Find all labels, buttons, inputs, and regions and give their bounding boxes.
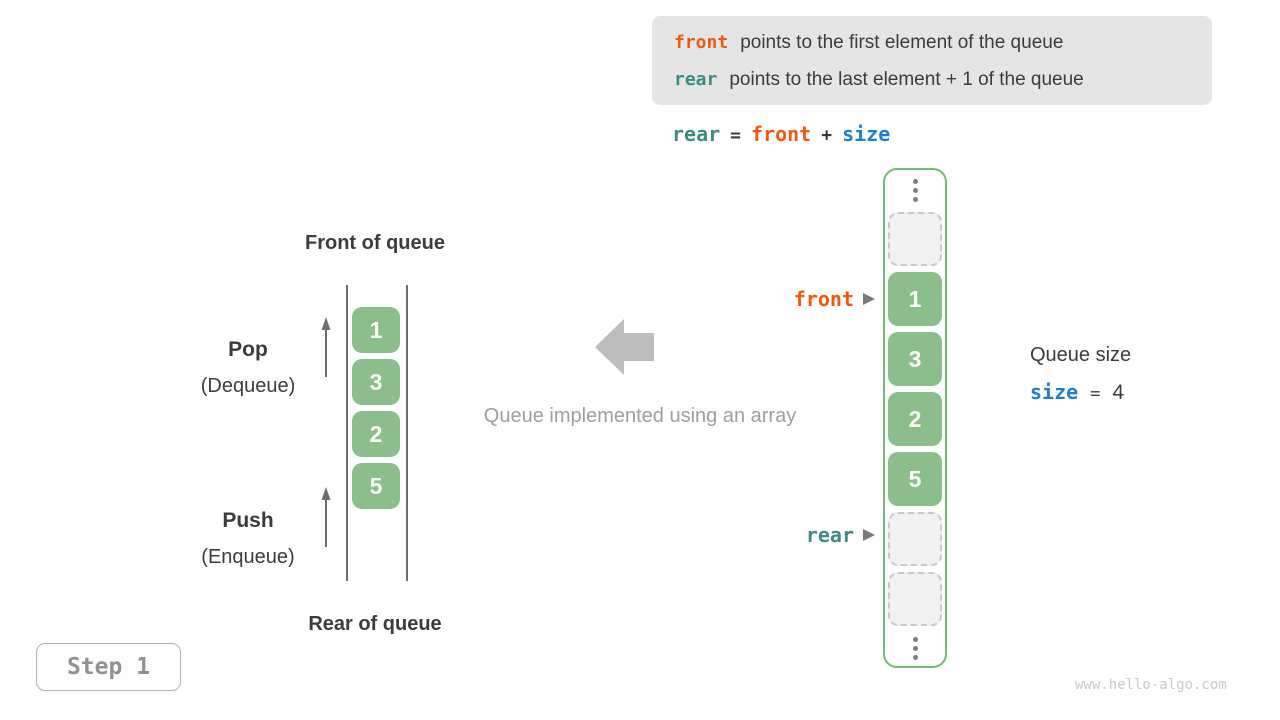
info-line-front: front points to the first element of the… xyxy=(674,25,1190,60)
queue-boxes: 1 3 2 5 xyxy=(352,307,400,509)
rear-of-queue-label: Rear of queue xyxy=(308,613,442,635)
queue-channel-left-line xyxy=(346,285,348,581)
push-title: Push xyxy=(222,509,274,532)
pop-label: Pop (Dequeue) xyxy=(168,331,328,405)
array-cell-value: 3 xyxy=(888,332,942,386)
rear-pointer-arrow-icon xyxy=(863,529,875,541)
queue-size-title: Queue size xyxy=(1030,344,1132,366)
left-block-arrow-icon xyxy=(595,319,654,375)
ellipsis-dot xyxy=(912,654,918,660)
step-badge: Step 1 xyxy=(36,643,181,691)
formula-equals: = xyxy=(730,125,742,146)
queue-cell: 1 xyxy=(352,307,400,353)
pop-title: Pop xyxy=(228,338,268,361)
push-subtitle: (Enqueue) xyxy=(201,546,295,568)
push-label: Push (Enqueue) xyxy=(168,502,328,576)
watermark: www.hello-algo.com xyxy=(1075,677,1227,693)
ellipsis-dot xyxy=(912,636,918,642)
ellipsis-dot xyxy=(912,187,918,193)
size-equals: = xyxy=(1090,384,1101,404)
size-value: 4 xyxy=(1112,381,1125,404)
size-keyword: size xyxy=(1030,380,1079,404)
pop-up-arrow-icon xyxy=(321,317,331,377)
rear-pointer-label: rear xyxy=(805,523,854,547)
info-box: front points to the first element of the… xyxy=(652,16,1212,105)
front-pointer: front xyxy=(740,287,875,311)
formula: rear = front + size xyxy=(672,122,890,146)
front-keyword: front xyxy=(674,31,729,53)
queue-cell: 2 xyxy=(352,411,400,457)
push-up-arrow-icon xyxy=(321,487,331,547)
info-line-rear: rear points to the last element + 1 of t… xyxy=(674,62,1190,97)
ellipsis-dot xyxy=(912,196,918,202)
array-cell-empty xyxy=(888,512,942,566)
formula-plus: + xyxy=(821,125,833,146)
queue-cell: 5 xyxy=(352,463,400,509)
rear-description: points to the last element + 1 of the qu… xyxy=(729,68,1084,90)
front-of-queue-label: Front of queue xyxy=(305,232,445,254)
diagram-caption: Queue implemented using an array xyxy=(483,405,797,427)
queue-cell: 3 xyxy=(352,359,400,405)
queue-size-equation: size = 4 xyxy=(1030,380,1131,405)
array-cell-value: 1 xyxy=(888,272,942,326)
queue-size-block: Queue size size = 4 xyxy=(1030,344,1131,405)
pop-subtitle: (Dequeue) xyxy=(200,375,296,397)
rear-keyword: rear xyxy=(674,68,718,90)
front-pointer-label: front xyxy=(793,287,854,311)
ellipsis-dot xyxy=(912,645,918,651)
array-cell-empty xyxy=(888,212,942,266)
array-cell-empty xyxy=(888,572,942,626)
formula-size: size xyxy=(842,122,891,146)
rear-pointer: rear xyxy=(740,523,875,547)
vertical-ellipsis-icon xyxy=(912,174,918,206)
front-description: points to the first element of the queue xyxy=(740,31,1064,53)
front-pointer-arrow-icon xyxy=(863,293,875,305)
formula-rear: rear xyxy=(672,122,721,146)
vertical-ellipsis-icon xyxy=(912,632,918,664)
queue-channel-right-line xyxy=(406,285,408,581)
formula-front: front xyxy=(751,122,812,146)
ellipsis-dot xyxy=(912,178,918,184)
array-container: 1 3 2 5 xyxy=(883,168,947,668)
array-cell-value: 5 xyxy=(888,452,942,506)
array-cell-value: 2 xyxy=(888,392,942,446)
